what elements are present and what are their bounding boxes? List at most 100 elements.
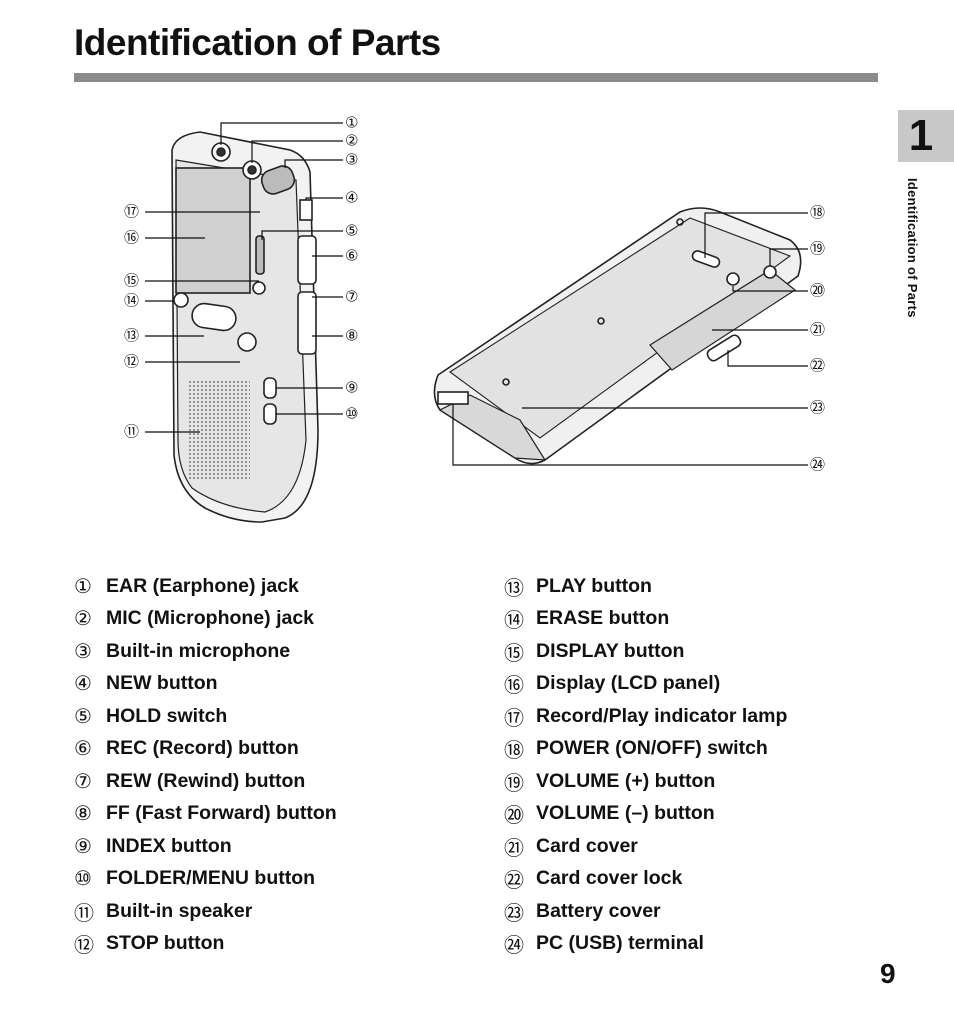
item-label: STOP button [106, 932, 225, 955]
side-section-label: Identification of Parts [905, 178, 920, 318]
item-label: EAR (Earphone) jack [106, 574, 299, 597]
list-item: ㉓ Battery cover [504, 895, 787, 928]
item-label: Record/Play indicator lamp [536, 704, 788, 727]
item-number: ④ [74, 673, 92, 696]
item-label: Built-in microphone [106, 639, 291, 662]
callout-15: ⑮ [124, 272, 139, 290]
callout-24: ㉔ [810, 456, 825, 474]
title-underline [74, 73, 878, 82]
list-item: ⑨ INDEX button [74, 830, 337, 863]
list-item: ② MIC (Microphone) jack [74, 603, 337, 636]
chapter-tab: 1 [898, 110, 954, 162]
list-item: ⑯ Display (LCD panel) [504, 668, 787, 701]
item-number: ⑫ [74, 935, 94, 958]
item-number: ⑰ [504, 707, 524, 730]
callout-7: ⑦ [345, 288, 358, 306]
list-item: ⑪ Built-in speaker [74, 895, 337, 928]
list-item: ⑰ Record/Play indicator lamp [504, 700, 787, 733]
item-number: ㉒ [504, 870, 524, 893]
item-label: Display (LCD panel) [536, 672, 721, 695]
item-label: FOLDER/MENU button [106, 867, 316, 890]
item-label: VOLUME (+) button [536, 769, 716, 792]
item-number: ㉔ [504, 935, 524, 958]
callout-3: ③ [345, 151, 358, 169]
callout-1: ① [345, 114, 358, 132]
list-item: ① EAR (Earphone) jack [74, 570, 337, 603]
list-item: ⑦ REW (Rewind) button [74, 765, 337, 798]
list-item: ⑳ VOLUME (–) button [504, 798, 787, 831]
item-number: ⑭ [504, 610, 524, 633]
item-label: HOLD switch [106, 704, 228, 727]
callout-22: ㉒ [810, 357, 825, 375]
callout-13: ⑬ [124, 327, 139, 345]
item-number: ⑨ [74, 835, 92, 858]
item-number: ② [74, 608, 92, 631]
item-label: Built-in speaker [106, 899, 253, 922]
callout-10: ⑩ [345, 405, 358, 423]
list-item: ⑬ PLAY button [504, 570, 787, 603]
callout-6: ⑥ [345, 247, 358, 265]
callout-4: ④ [345, 189, 358, 207]
item-number: ⑱ [504, 740, 524, 763]
item-number: ⑦ [74, 770, 92, 793]
parts-list-left: ① EAR (Earphone) jack ② MIC (Microphone) j… [74, 570, 337, 960]
callout-11: ⑪ [124, 423, 139, 441]
callout-14: ⑭ [124, 292, 139, 310]
list-item: ⑧ FF (Fast Forward) button [74, 798, 337, 831]
item-label: Card cover lock [536, 867, 683, 890]
list-item: ㉑ Card cover [504, 830, 787, 863]
item-label: DISPLAY button [536, 639, 685, 662]
callout-20: ⑳ [810, 282, 825, 300]
page-number: 9 [880, 958, 896, 989]
item-number: ⑤ [74, 705, 92, 728]
item-label: VOLUME (–) button [536, 802, 715, 825]
list-item: ⑥ REC (Record) button [74, 733, 337, 766]
item-label: PLAY button [536, 574, 652, 597]
item-number: ⑮ [504, 642, 524, 665]
item-label: REW (Rewind) button [106, 769, 306, 792]
callout-5: ⑤ [345, 222, 358, 240]
item-label: Battery cover [536, 899, 661, 922]
item-number: ㉑ [504, 837, 524, 860]
callout-leader-lines [145, 122, 808, 466]
item-number: ⑳ [504, 805, 524, 828]
callout-8: ⑧ [345, 327, 358, 345]
callout-18: ⑱ [810, 204, 825, 222]
item-number: ㉓ [504, 902, 524, 925]
item-number: ⑯ [504, 675, 524, 698]
item-number: ⑪ [74, 902, 94, 925]
item-label: MIC (Microphone) jack [106, 607, 315, 630]
item-number: ⑬ [504, 577, 524, 600]
item-label: REC (Record) button [106, 737, 299, 760]
list-item: ⑤ HOLD switch [74, 700, 337, 733]
list-item: ⑫ STOP button [74, 928, 337, 961]
list-item: ⑮ DISPLAY button [504, 635, 787, 668]
recorder-back-view [433, 207, 802, 465]
item-label: INDEX button [106, 834, 232, 857]
item-label: NEW button [106, 672, 218, 695]
callout-19: ⑲ [810, 240, 825, 258]
list-item: ④ NEW button [74, 668, 337, 701]
chapter-number: 1 [908, 111, 934, 160]
recorder-front-view [171, 131, 319, 523]
callout-2: ② [345, 132, 358, 150]
callout-17: ⑰ [124, 203, 139, 221]
item-label: Card cover [536, 834, 638, 857]
item-number: ⑥ [74, 738, 92, 761]
callout-9: ⑨ [345, 379, 358, 397]
callout-16: ⑯ [124, 229, 139, 247]
item-number: ① [74, 575, 92, 598]
item-label: PC (USB) terminal [536, 932, 704, 955]
list-item: ㉒ Card cover lock [504, 863, 787, 896]
item-number: ⑧ [74, 803, 92, 826]
callout-23: ㉓ [810, 399, 825, 417]
parts-diagram: ① ② ③ ④ ⑤ ⑥ ⑦ ⑧ ⑨ ⑩ ⑪ ⑫ ⑬ ⑭ ⑮ ⑯ ⑰ ⑱ ⑲ ⑳ … [124, 114, 825, 523]
item-label: FF (Fast Forward) button [106, 802, 337, 825]
item-number: ⑩ [74, 868, 92, 891]
callout-21: ㉑ [810, 321, 825, 339]
